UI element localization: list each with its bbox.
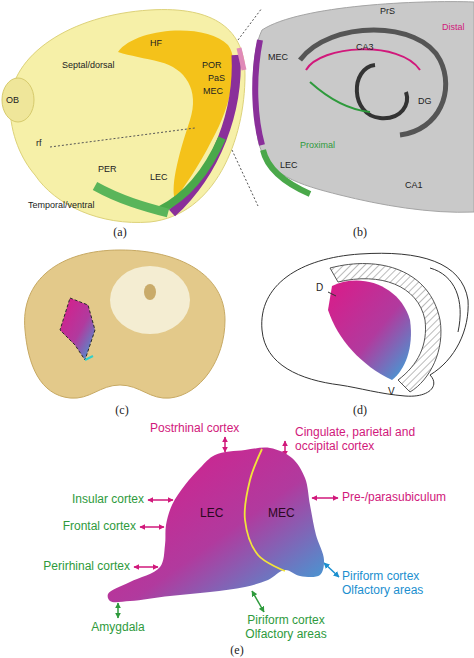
connection-label: Postrhinal cortex	[150, 422, 239, 436]
panel-label: (b)	[353, 226, 367, 240]
region-label: MEC	[268, 52, 288, 62]
connection-label: Piriform cortex Olfactory areas	[231, 614, 341, 642]
brain-lateral-view	[2, 8, 262, 222]
axis-label: Septal/dorsal	[62, 60, 115, 70]
axis-label: Distal	[442, 22, 465, 32]
region-label: PaS	[208, 73, 225, 83]
region-label: POR	[202, 60, 222, 70]
connection-label: Frontal cortex	[63, 520, 136, 534]
entorhinal-cortex-shape: LEC MEC	[104, 444, 328, 606]
panel-label: (e)	[230, 644, 243, 658]
region-label: OB	[6, 95, 19, 105]
brain-drawing	[262, 253, 468, 396]
region-label: DG	[418, 96, 432, 106]
region-label: LEC	[200, 506, 223, 520]
region-label: PrS	[380, 6, 395, 16]
connection-label: Insular cortex	[72, 493, 144, 507]
region-label: CA1	[405, 180, 423, 190]
panel-label: (d)	[353, 404, 367, 418]
region-label: PER	[98, 164, 117, 174]
region-label: rf	[36, 138, 42, 148]
connection-label: Perirhinal cortex	[43, 560, 130, 574]
brain-photo	[25, 250, 225, 398]
region-label: LEC	[280, 160, 298, 170]
axis-label: Temporal/ventral	[28, 200, 95, 210]
axis-label: Proximal	[300, 140, 335, 150]
axis-label: D	[316, 282, 323, 294]
connection-label: Piriform cortex Olfactory areas	[342, 570, 442, 598]
region-label: CA3	[356, 42, 374, 52]
nissl-section	[253, 2, 474, 213]
shape-outline	[104, 444, 328, 606]
connection-label: Cingulate, parietal and occipital cortex	[295, 426, 460, 454]
connection-label: Amygdala	[91, 621, 144, 635]
connection-label: Pre-/parasubiculum	[342, 491, 446, 505]
region-label: HF	[150, 38, 162, 48]
axis-label: V	[388, 386, 395, 398]
region-label: MEC	[203, 86, 223, 96]
panel-label: (a)	[113, 226, 126, 240]
cortex-region	[108, 448, 324, 603]
region-label: LEC	[150, 172, 168, 182]
region-label: MEC	[268, 506, 295, 520]
panel-label: (c)	[115, 404, 128, 418]
